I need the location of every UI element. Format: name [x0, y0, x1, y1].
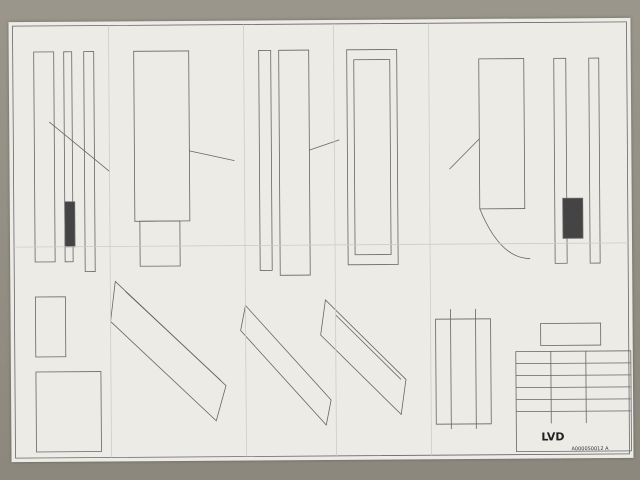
view-6	[553, 57, 601, 264]
drawing-number: A000050012 A	[571, 446, 608, 452]
view-2	[133, 50, 235, 267]
title-table	[515, 350, 632, 453]
sheet-border	[12, 21, 630, 459]
drawing-views	[12, 21, 632, 459]
revision-text: A	[605, 445, 609, 453]
view-9	[240, 304, 332, 426]
view-7	[34, 296, 102, 453]
view-11	[435, 308, 492, 430]
view-8	[110, 280, 227, 422]
drawing-number-text: A000050012	[571, 446, 604, 453]
view-3	[258, 49, 340, 276]
view-12	[540, 322, 602, 346]
view-10	[320, 299, 407, 416]
technical-drawing-sheet: LVD A000050012 A	[8, 17, 634, 463]
lvd-logo: LVD	[541, 430, 565, 444]
view-5	[449, 58, 531, 259]
view-4	[346, 49, 399, 266]
view-1	[33, 51, 110, 273]
